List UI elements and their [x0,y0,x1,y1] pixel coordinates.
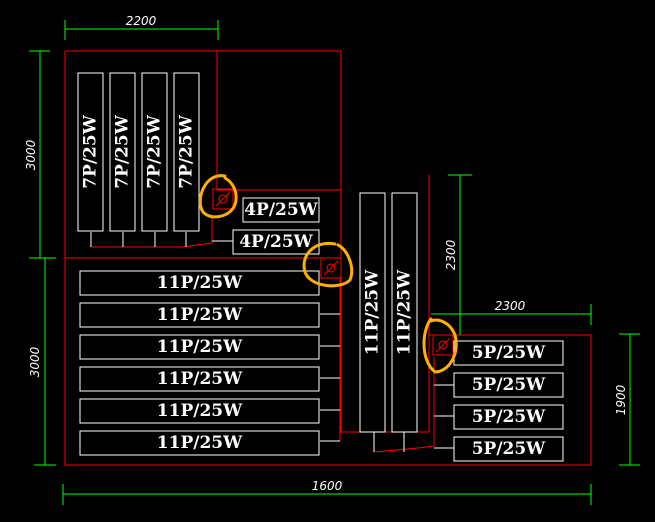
fixture-label: 11P/25W [395,269,415,355]
fixture-11p-vertical[interactable]: 11P/25W [391,192,418,433]
fixtures-5p-horizontal: 5P/25W 5P/25W 5P/25W 5P/25W [453,340,564,462]
fixture-7p[interactable]: 7P/25W [77,72,104,232]
fixture-label: 11P/25W [157,337,243,357]
fixture-label: 11P/25W [157,433,243,453]
junction-box-3[interactable] [422,317,458,374]
fixture-label: 11P/25W [157,305,243,325]
fixture-outline [79,334,320,360]
fixtures-11p-horizontal: 11P/25W 11P/25W 11P/25W 11P/25W 11P/25W 11P/2… [79,270,320,456]
fixture-7p[interactable]: 7P/25W [173,72,200,232]
fixture-label: 11P/25W [157,273,243,293]
highlight-circle [198,174,238,219]
junction-box-2[interactable] [302,241,354,288]
wiring [90,215,454,453]
dim-right-height: 1900 [614,384,628,415]
fixture-4p[interactable]: 4P/25W [242,197,320,223]
fixture-5p[interactable]: 5P/25W [453,404,564,430]
fixture-7p[interactable]: 7P/25W [109,72,136,232]
fixture-5p[interactable]: 5P/25W [453,340,564,366]
dim-left-lower: 3000 [28,346,42,377]
fixture-5p[interactable]: 5P/25W [453,372,564,398]
fixture-11p[interactable]: 11P/25W [79,302,320,328]
fixture-label: 5P/25W [472,343,546,363]
dim-bottom-width: 1600 [312,479,343,493]
fixture-outline [453,436,564,462]
fixture-11p[interactable]: 11P/25W [79,366,320,392]
fixture-label: 11P/25W [363,269,383,355]
fixture-11p[interactable]: 11P/25W [79,270,320,296]
fixture-outline [242,197,320,223]
fixture-label: 7P/25W [81,114,101,188]
fixture-outline [453,404,564,430]
fixture-label: 5P/25W [472,407,546,427]
outer-wall [64,50,592,466]
fixture-5p[interactable]: 5P/25W [453,436,564,462]
dim-right-mid-height: 2300 [444,239,458,270]
fixture-outline [359,192,386,433]
dimension-lines: 2200 3000 3000 2300 2300 1900 1600 [24,14,640,505]
fixture-outline [109,72,136,232]
junction-box-1[interactable] [198,174,238,219]
fixture-label: 5P/25W [472,439,546,459]
fixture-label: 11P/25W [157,369,243,389]
fixture-outline [79,430,320,456]
fixture-outline [77,72,104,232]
fixture-outline [453,372,564,398]
fixture-outline [173,72,200,232]
fixture-label: 4P/25W [239,232,313,252]
fixture-label: 7P/25W [113,114,133,188]
fixture-label: 4P/25W [244,200,318,220]
dim-left-upper: 3000 [24,139,38,170]
fixture-4p[interactable]: 4P/25W [232,229,320,255]
fixture-outline [391,192,418,433]
fixture-11p-vertical[interactable]: 11P/25W [359,192,386,433]
dim-top-width: 2200 [126,14,157,28]
fixture-label: 11P/25W [157,401,243,421]
highlight-circle [302,241,354,288]
fixture-7p[interactable]: 7P/25W [141,72,168,232]
fixture-label: 7P/25W [145,114,165,188]
fixture-outline [79,366,320,392]
fixture-outline [232,229,320,255]
dim-right-mid-width: 2300 [495,299,526,313]
fixtures-11p-vertical: 11P/25W 11P/25W [359,192,418,433]
fixture-11p[interactable]: 11P/25W [79,430,320,456]
fixture-outline [79,302,320,328]
walls [64,50,592,466]
fixture-label: 5P/25W [472,375,546,395]
upper-room-wall [216,51,341,191]
fixture-11p[interactable]: 11P/25W [79,398,320,424]
fixtures-7p-vertical: 7P/25W 7P/25W 7P/25W 7P/25W [77,72,200,232]
fixtures-4p: 4P/25W 4P/25W [232,197,320,255]
fixture-outline [141,72,168,232]
highlight-circle [422,317,458,374]
fixture-outline [79,398,320,424]
fixture-11p[interactable]: 11P/25W [79,334,320,360]
fixture-label: 7P/25W [177,114,197,188]
